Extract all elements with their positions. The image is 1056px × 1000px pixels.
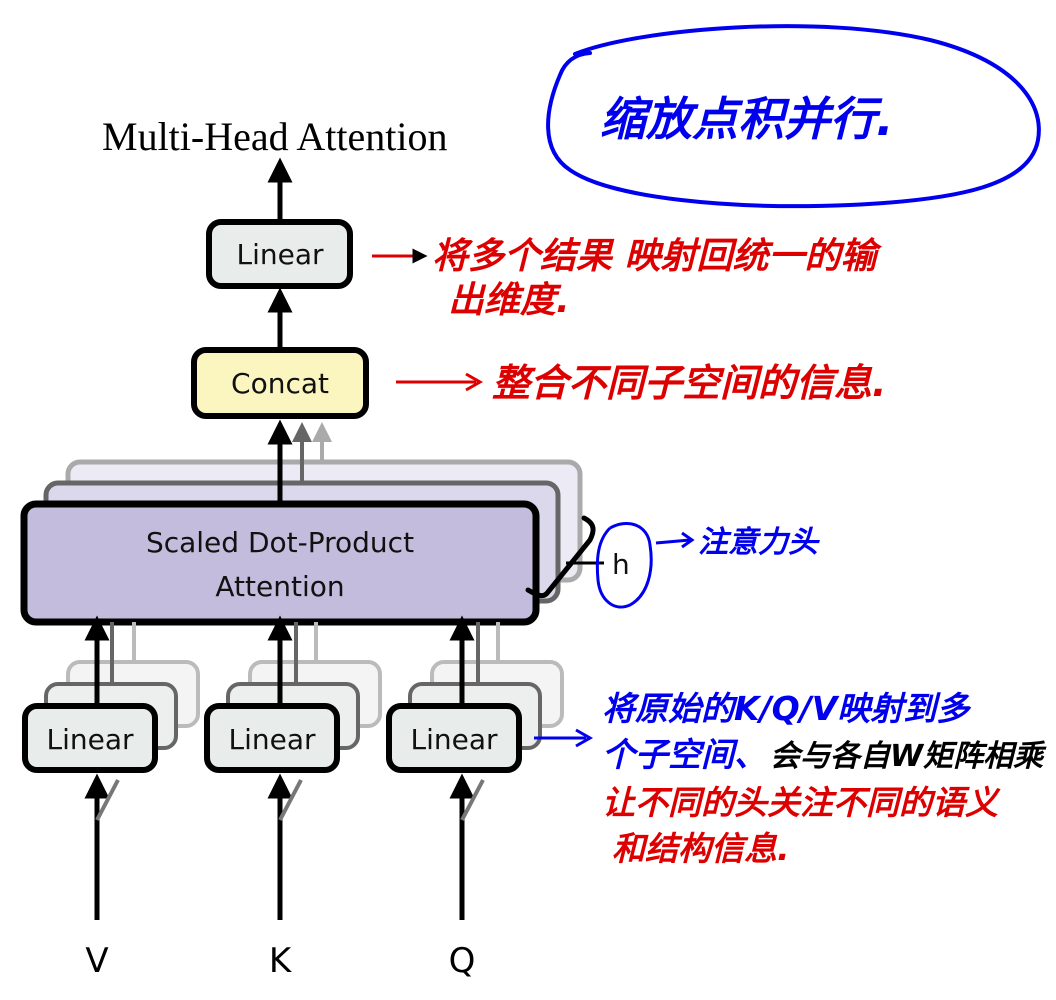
input-linear-annotation-line1: 将原始的K/Q/V映射到多 <box>602 689 971 728</box>
output-linear-box <box>206 219 353 289</box>
concat-label: Concat <box>231 367 329 400</box>
k-linear-box <box>204 703 340 773</box>
output-linear-annotation: 将多个结果 映射回统一的输 出维度. <box>372 236 883 321</box>
output-linear-annotation-line1: 将多个结果 映射回统一的输 <box>432 236 883 277</box>
heads-annotation: 注意力头 <box>595 522 820 609</box>
attention-node: Scaled Dot-Product Attention <box>20 500 540 626</box>
title-annotation-text: 缩放点积并行. <box>600 92 893 146</box>
title-annotation-ellipse <box>546 24 1041 209</box>
heads-label: h <box>612 548 630 581</box>
k-input-fan <box>278 779 303 821</box>
output-linear-annotation-line2: 出维度. <box>448 280 570 321</box>
concat-node: Concat <box>191 347 369 419</box>
input-linear-group-q: Linear <box>386 615 564 773</box>
attention-label-line2: Attention <box>215 570 344 603</box>
concat-box <box>191 347 369 419</box>
heads-annotation-arrowhead <box>681 531 695 549</box>
q-linear-box <box>386 703 522 773</box>
q-input-fan <box>460 779 485 821</box>
heads-annotation-arrow <box>655 538 691 545</box>
input-arrows <box>84 773 485 920</box>
heads-brace <box>525 515 596 599</box>
concat-annotation-arrowhead <box>465 372 484 392</box>
input-label-q: Q <box>449 941 476 981</box>
input-linear-annotation-line3: 让不同的头关注不同的语义 <box>602 783 1001 822</box>
output-linear-node: Linear <box>206 219 353 289</box>
concat-annotation-text: 整合不同子空间的信息. <box>492 361 886 405</box>
input-linear-annotation-line4: 和结构信息. <box>612 829 790 868</box>
input-linear-group-k: Linear <box>204 615 382 773</box>
input-linear-annotation-line2a: 个子空间、 <box>602 735 767 774</box>
input-linear-group-v: Linear <box>22 615 200 773</box>
q-linear-label: Linear <box>410 723 498 756</box>
attention-box <box>20 500 540 626</box>
k-linear-label: Linear <box>228 723 316 756</box>
v-linear-label: Linear <box>46 723 134 756</box>
attention-label-line1: Scaled Dot-Product <box>146 526 414 559</box>
concat-annotation: 整合不同子空间的信息. <box>396 361 886 405</box>
title-annotation: 缩放点积并行. <box>546 24 1041 209</box>
input-label-v: V <box>85 941 108 981</box>
v-input-fan <box>95 779 120 821</box>
input-label-k: K <box>269 941 293 981</box>
heads-annotation-circle <box>595 522 653 609</box>
heads-annotation-text: 注意力头 <box>698 525 820 560</box>
v-linear-box <box>22 703 158 773</box>
input-linear-annotation: 将原始的K/Q/V映射到多 个子空间、 会与各自W矩阵相乘 让不同的头关注不同的… <box>534 689 1047 868</box>
output-linear-label: Linear <box>236 238 324 271</box>
diagram-title: Multi-Head Attention <box>102 114 448 159</box>
input-linear-annotation-arrowhead <box>575 728 594 748</box>
input-linear-annotation-line2b: 会与各自W矩阵相乘 <box>770 739 1047 774</box>
